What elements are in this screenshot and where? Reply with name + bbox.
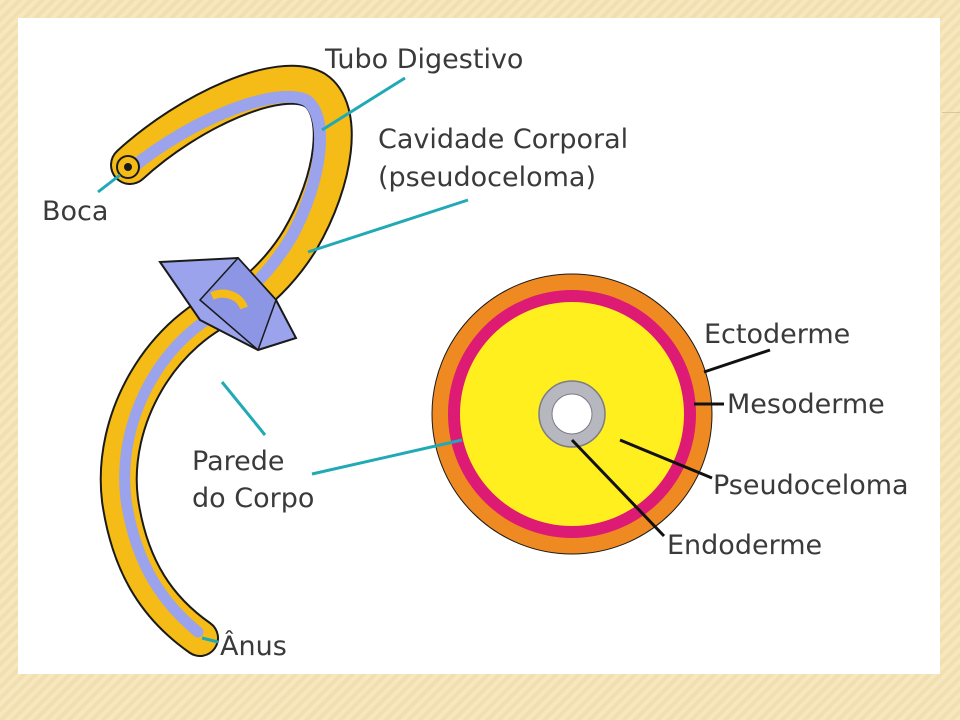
label-do-corpo: do Corpo — [192, 483, 314, 514]
worm-front-gut — [126, 90, 327, 300]
label-mesoderme: Mesoderme — [727, 389, 885, 420]
label-endoderme: Endoderme — [667, 530, 822, 561]
cross-section — [431, 273, 713, 555]
decorative-rule — [942, 112, 960, 113]
label-tubo-digestivo: Tubo Digestivo — [324, 44, 523, 75]
worm-tail-gut — [119, 298, 242, 638]
label-parede: Parede — [192, 446, 284, 477]
gut-lumen — [551, 393, 593, 435]
labels: Tubo Digestivo Cavidade Corporal (pseudo… — [42, 44, 909, 662]
pointer-parede — [220, 381, 267, 436]
label-ectoderme: Ectoderme — [704, 319, 850, 350]
worm — [99, 64, 353, 657]
pointer-endoderme — [570, 438, 666, 538]
pointer-cavidade-corporal — [307, 198, 469, 254]
pointer-anus — [201, 636, 219, 644]
worm-front-wall — [112, 66, 351, 316]
pointer-parede-section — [311, 438, 463, 476]
pointer-pseudoceloma — [619, 438, 713, 480]
label-pseudoceloma: Pseudoceloma — [713, 470, 909, 501]
pointer-boca — [97, 173, 121, 194]
label-pseudoceloma-paren: (pseudoceloma) — [378, 162, 596, 193]
mouth-opening — [124, 163, 132, 171]
pointer-lines — [97, 76, 771, 644]
cut-gut-ring — [210, 289, 248, 310]
label-boca: Boca — [42, 196, 108, 227]
pointer-tubo-digestivo — [321, 76, 406, 132]
label-cavidade-corporal: Cavidade Corporal — [378, 124, 628, 155]
pointer-ectoderme — [703, 348, 771, 374]
label-anus: Ânus — [220, 630, 287, 662]
